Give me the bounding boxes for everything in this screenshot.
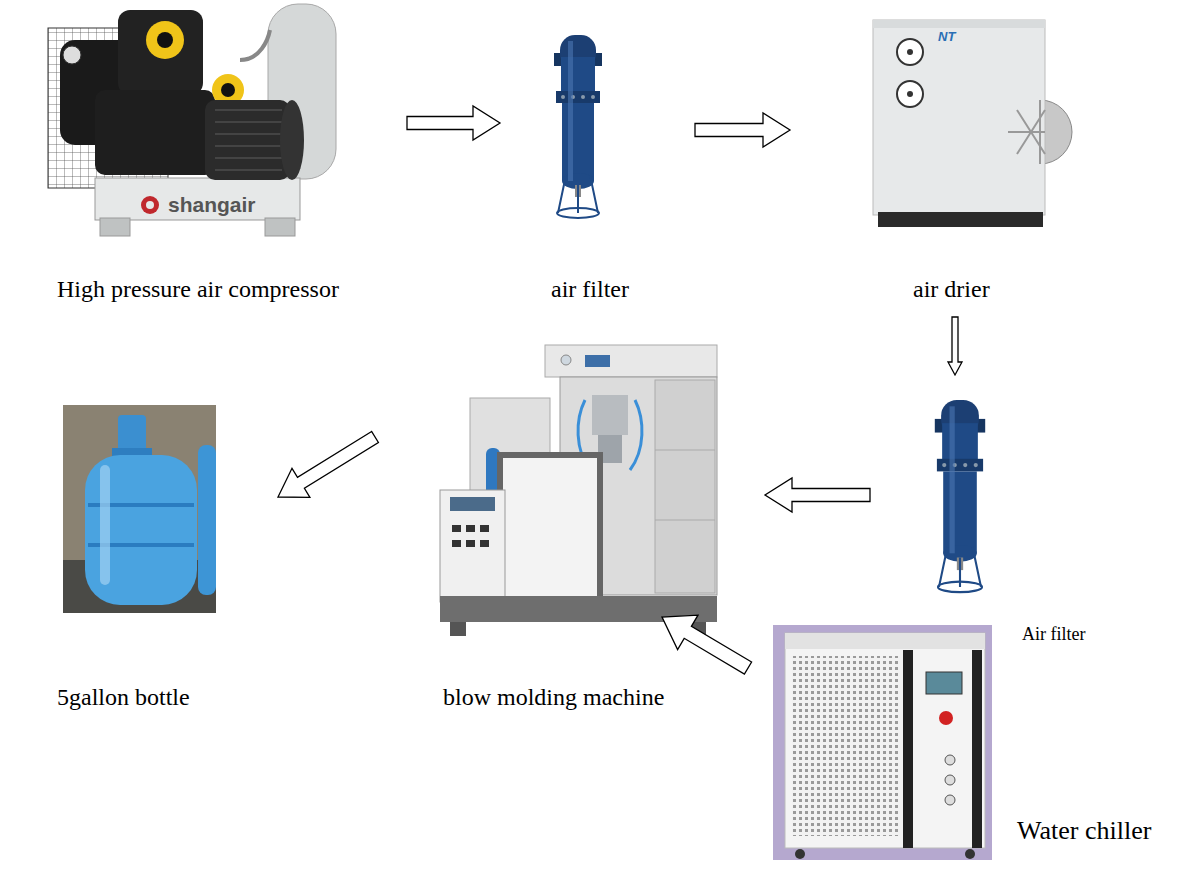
bottle-photo [63,405,216,613]
equipment-node: Water chiller [773,625,1173,865]
drier-picture [897,39,923,65]
chiller-picture [785,633,985,649]
chiller-picture [945,775,955,785]
equipment-node: air filter [545,30,655,310]
machine-picture [585,355,610,367]
equipment-caption: blow molding machine [443,684,664,712]
machine-picture [545,345,717,377]
bottle-photo [85,455,197,605]
compressor-picture [100,218,130,236]
equipment-node: High pressure air compressor [45,0,415,310]
equipment-caption: 5gallon bottle [57,684,190,712]
flow-arrow [278,432,378,498]
compressor-picture [63,46,81,64]
drier-picture [878,212,1043,227]
brand-label: NT [938,30,955,44]
flow-arrow [765,478,870,512]
machine-picture [480,525,489,532]
compressor-picture [146,21,184,59]
machine-picture [452,525,461,532]
flow-arrow [948,317,962,375]
brand-label: shangair [168,193,256,216]
equipment-caption: Water chiller [1017,816,1151,846]
chiller-picture [785,633,985,848]
compressor-picture [280,100,304,180]
compressor-picture [157,32,173,48]
equipment-node: 5gallon bottle [55,405,230,720]
compressor-picture [118,10,203,95]
drier-picture [1008,100,1045,164]
machine-picture [480,540,489,547]
machine-picture [592,395,628,435]
flow-arrow [407,106,500,140]
chiller-picture [773,625,992,860]
machine-picture [450,622,466,636]
compressor-picture [95,90,215,175]
equipment-caption: air filter [551,276,629,304]
equipment-node: air drier [862,15,1062,310]
equipment-caption: Air filter [1022,624,1085,645]
machine-picture [655,450,715,520]
compressor-picture [221,83,235,97]
chiller-picture [926,672,962,694]
bottle-photo [100,465,110,585]
chiller-picture [903,650,913,848]
compressor-picture [265,218,295,236]
chiller-picture [795,849,805,859]
machine-picture [655,380,715,593]
chiller-picture [972,650,982,848]
equipment-caption: air drier [913,276,990,304]
drier-picture [873,20,1072,227]
chiller-picture [965,849,975,859]
machine-picture [466,525,475,532]
chiller-picture [939,711,953,725]
compressor-picture [240,30,270,60]
compressor-picture [48,4,336,236]
bottle-photo [63,405,216,613]
compressor-picture [146,201,154,209]
filter-picture [935,400,985,592]
compressor-picture [205,100,290,180]
drier-picture [873,20,1045,215]
drier-picture [873,20,1045,28]
chiller-picture [792,656,900,836]
equipment-node: Air filter [925,395,1125,650]
compressor-picture [95,178,300,220]
chiller-picture [773,625,992,860]
machine-picture [440,490,505,602]
machine-picture [466,540,475,547]
flow-arrow [695,113,790,147]
bottle-photo [198,445,216,595]
machine-picture [561,355,571,365]
drier-picture [907,91,913,97]
drier-picture [907,49,913,55]
machine-picture [450,497,495,511]
flow-arrow [662,615,752,674]
machine-picture [440,345,717,636]
drier-picture [897,81,923,107]
equipment-node: blow molding machine [435,345,725,720]
compressor-picture [215,110,282,170]
filter-picture [554,35,602,218]
machine-picture [500,455,600,615]
chiller-picture [945,755,955,765]
equipment-caption: High pressure air compressor [57,276,339,304]
machine-picture [452,540,461,547]
chiller-picture [945,795,955,805]
compressor-picture [141,196,159,214]
